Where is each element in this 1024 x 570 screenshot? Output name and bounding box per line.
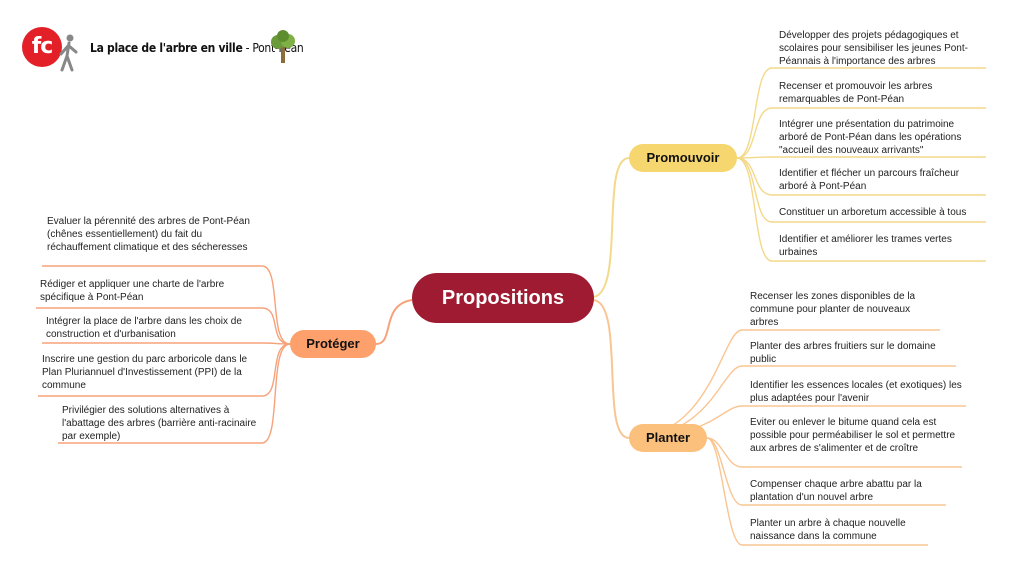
tree-icon [271,30,295,63]
planter-item[interactable]: Compenser chaque arbre abattu par la pla… [750,479,922,503]
promouvoir-item[interactable]: Constituer un arboretum accessible à tou… [779,207,967,218]
planter-item[interactable]: Planter un arbre à chaque nouvelle naiss… [750,518,906,542]
planter-item[interactable]: Eviter ou enlever le bitume quand cela e… [750,417,956,454]
promouvoir-item[interactable]: Identifier et flécher un parcours fraîch… [779,168,960,192]
proteger-item[interactable]: Privilégier des solutions alternatives à… [62,405,257,442]
fc-logo: fc [22,27,62,67]
proteger-item[interactable]: Rédiger et appliquer une charte de l'arb… [40,279,225,303]
promouvoir-item[interactable]: Intégrer une présentation du patrimoine … [779,119,962,156]
planter-item[interactable]: Recenser les zones disponibles de la com… [750,291,916,328]
promouvoir-item[interactable]: Identifier et améliorer les trames verte… [779,234,952,258]
proteger-item[interactable]: Inscrire une gestion du parc arboricole … [42,354,248,391]
title-text: La place de l'arbre en ville [90,41,243,55]
promouvoir-item[interactable]: Recenser et promouvoir les arbres remarq… [779,81,933,105]
branch-promouvoir[interactable]: Promouvoir [629,144,737,172]
branch-proteger[interactable]: Protéger [290,330,376,358]
planter-item[interactable]: Identifier les essences locales (et exot… [750,380,962,404]
planter-item[interactable]: Planter des arbres fruitiers sur le doma… [750,341,936,365]
proteger-item[interactable]: Evaluer la pérennité des arbres de Pont-… [47,216,250,253]
promouvoir-item[interactable]: Développer des projets pédagogiques et s… [779,30,968,67]
proteger-item[interactable]: Intégrer la place de l'arbre dans les ch… [46,316,242,340]
branch-planter[interactable]: Planter [629,424,707,452]
central-topic[interactable]: Propositions [412,273,594,323]
walking-person-icon [59,34,78,72]
